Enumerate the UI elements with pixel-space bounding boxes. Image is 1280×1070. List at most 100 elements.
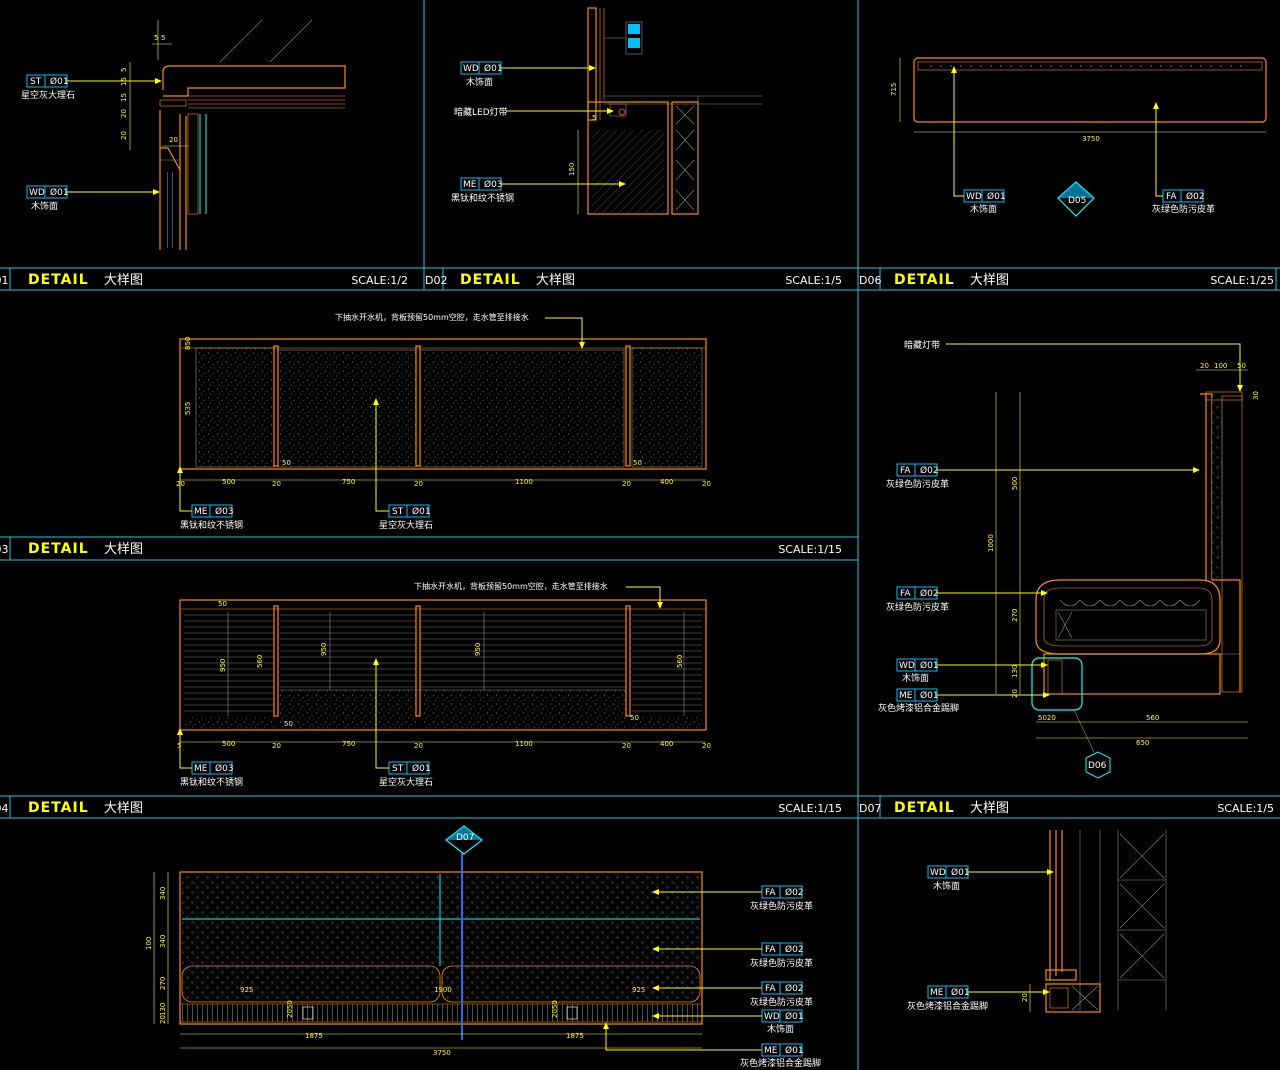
tag-code: ME: [194, 764, 208, 774]
dim-text: 100: [145, 937, 153, 950]
detail-d03-elevation: 20 500 20 750 20 1100 20 400 20 50 50 85…: [176, 337, 711, 488]
callout-fa02-p7b: FA Ø02 灰绿色防污皮革: [652, 942, 813, 969]
tag-code: ST: [392, 507, 404, 517]
detail-d04-elevation: 5 500 20 750 20 1100 20 400 20 50 560 95…: [177, 599, 711, 750]
tag-code: ME: [930, 988, 944, 998]
tag-code: FA: [900, 466, 911, 476]
tag-name: 木饰面: [31, 200, 58, 212]
tag-code: FA: [765, 945, 776, 955]
note-text: 暗藏LED灯带: [454, 106, 508, 118]
tag-code: WD: [764, 1012, 780, 1022]
dim-text: 50: [630, 714, 639, 722]
tag-code: ME: [194, 507, 208, 517]
tag-name: 灰绿色防污皮革: [886, 601, 949, 613]
tag-num: Ø02: [920, 465, 939, 476]
dim-text: 560: [1146, 714, 1159, 722]
dim-text: 500: [222, 740, 235, 748]
callout-drain-p4: 下抽水开水机，背板预留50mm空腔，走水管至排接水: [335, 312, 585, 349]
dim-text: 3750: [433, 1049, 451, 1057]
detail-scale: SCALE:1/15: [778, 543, 842, 556]
tag-num: Ø01: [50, 187, 69, 198]
dim-text: 20: [702, 742, 711, 750]
dim-text: 20: [1011, 689, 1019, 698]
detail-scale: SCALE:1/5: [1217, 802, 1274, 815]
callout-fa02-p7c: FA Ø02 灰绿色防污皮革: [652, 981, 813, 1008]
dim-text: 2050: [286, 1000, 294, 1018]
dim-text: 30: [1252, 391, 1260, 400]
tag-code: WD: [966, 192, 982, 202]
callout-st01-p1: ST Ø01 星空灰大理石: [21, 74, 162, 101]
detail-name: 大样图: [970, 801, 1009, 816]
note-text: 下抽水开水机，背板预留50mm空腔，走水管至排接水: [335, 312, 529, 322]
detail-name: 大样图: [104, 801, 143, 816]
detail-number: D06: [859, 274, 881, 287]
detail-scale: SCALE:1/2: [351, 274, 408, 287]
dim-text: 15: [120, 93, 128, 102]
tag-name: 灰绿色防污皮革: [1152, 203, 1215, 215]
detail-name: 大样图: [104, 273, 143, 288]
dim-text: 100: [1214, 362, 1227, 370]
dim-text: 20: [414, 480, 423, 488]
dim-text: 535: [184, 402, 192, 415]
callout-fa02-p6a: FA Ø02 灰绿色防污皮革: [886, 463, 1200, 490]
dim-text: 950: [474, 643, 482, 656]
title-block-d01: D01 DETAIL 大样图 SCALE:1/2: [0, 272, 408, 288]
callout-fa02-p6b: FA Ø02 灰绿色防污皮革: [886, 586, 1048, 613]
detail-d07-section: 20: [1021, 830, 1167, 1013]
dim-text: 15: [120, 77, 128, 86]
callout-fa02-p3: FA Ø02 灰绿色防污皮革: [1152, 102, 1215, 215]
tag-name: 星空灰大理石: [379, 519, 433, 531]
tag-name: 灰色烤漆铝合金踢脚: [740, 1057, 821, 1069]
dim-text: 20: [159, 1015, 167, 1024]
dim-text: 400: [660, 740, 673, 748]
detail-scale: SCALE:1/5: [785, 274, 842, 287]
callout-me01-p6: ME Ø01 灰色烤漆铝合金踢脚: [878, 688, 1050, 714]
tag-name: 木饰面: [970, 203, 997, 215]
tag-name: 木饰面: [466, 76, 493, 88]
section-mark: D06: [1088, 761, 1107, 771]
tag-name: 木饰面: [933, 880, 960, 892]
dim-text: 750: [342, 478, 355, 486]
title-block-d02: D02 DETAIL 大样图 SCALE:1/5: [425, 272, 842, 288]
detail-name: 大样图: [104, 542, 143, 557]
tag-num: Ø01: [951, 987, 970, 998]
dim-text: 20: [622, 480, 631, 488]
tag-code: ME: [764, 1046, 778, 1056]
dim-text: 130: [1011, 665, 1019, 678]
tag-code: ST: [392, 764, 404, 774]
tag-code: WD: [463, 64, 479, 74]
tag-name: 灰色烤漆铝合金踢脚: [907, 1000, 988, 1012]
callout-me03-p5: ME Ø03 黑钛和纹不锈钢: [177, 728, 243, 788]
dim-text: 20: [120, 131, 128, 140]
title-block-d06: D06 DETAIL 大样图 SCALE:1/25: [859, 272, 1274, 288]
tag-num: Ø02: [1186, 191, 1205, 202]
dim-text: 925: [632, 986, 645, 994]
callout-me01-p8: ME Ø01 灰色烤漆铝合金踢脚: [907, 985, 1050, 1012]
dim-text: 1900: [434, 986, 452, 994]
callout-st01-p4: ST Ø01 星空灰大理石: [373, 398, 433, 531]
section-mark: D05: [1068, 196, 1086, 206]
callout-wd01-p1: WD Ø01 木饰面: [26, 185, 160, 212]
callout-wd01-p3: WD Ø01 木饰面: [951, 66, 1006, 215]
dim-text: 3750: [1082, 135, 1100, 143]
dim-text: 715: [890, 83, 898, 96]
tag-code: FA: [765, 888, 776, 898]
dim-text: 560: [256, 655, 264, 668]
note-text: 下抽水开水机，背板预留50mm空腔，走水管至排接水: [414, 581, 608, 591]
tag-name: 灰绿色防污皮革: [750, 900, 813, 912]
dim-text: 560: [676, 655, 684, 668]
dim-text: 5020: [1038, 714, 1056, 722]
note-text: 暗藏灯带: [904, 339, 940, 351]
tag-name: 灰绿色防污皮革: [750, 957, 813, 969]
detail-d02-drawing: 150 5: [568, 7, 762, 215]
dim-text: 5: [154, 34, 158, 42]
title-block-d07: D07 DETAIL 大样图 SCALE:1/5: [859, 800, 1274, 816]
detail-word: DETAIL: [28, 541, 89, 557]
tag-num: Ø02: [785, 944, 804, 955]
tag-num: Ø01: [987, 191, 1006, 202]
detail-scale: SCALE:1/25: [1210, 274, 1274, 287]
tag-name: 木饰面: [902, 672, 929, 684]
dim-text: 50: [633, 459, 642, 467]
tag-num: Ø03: [215, 506, 234, 517]
